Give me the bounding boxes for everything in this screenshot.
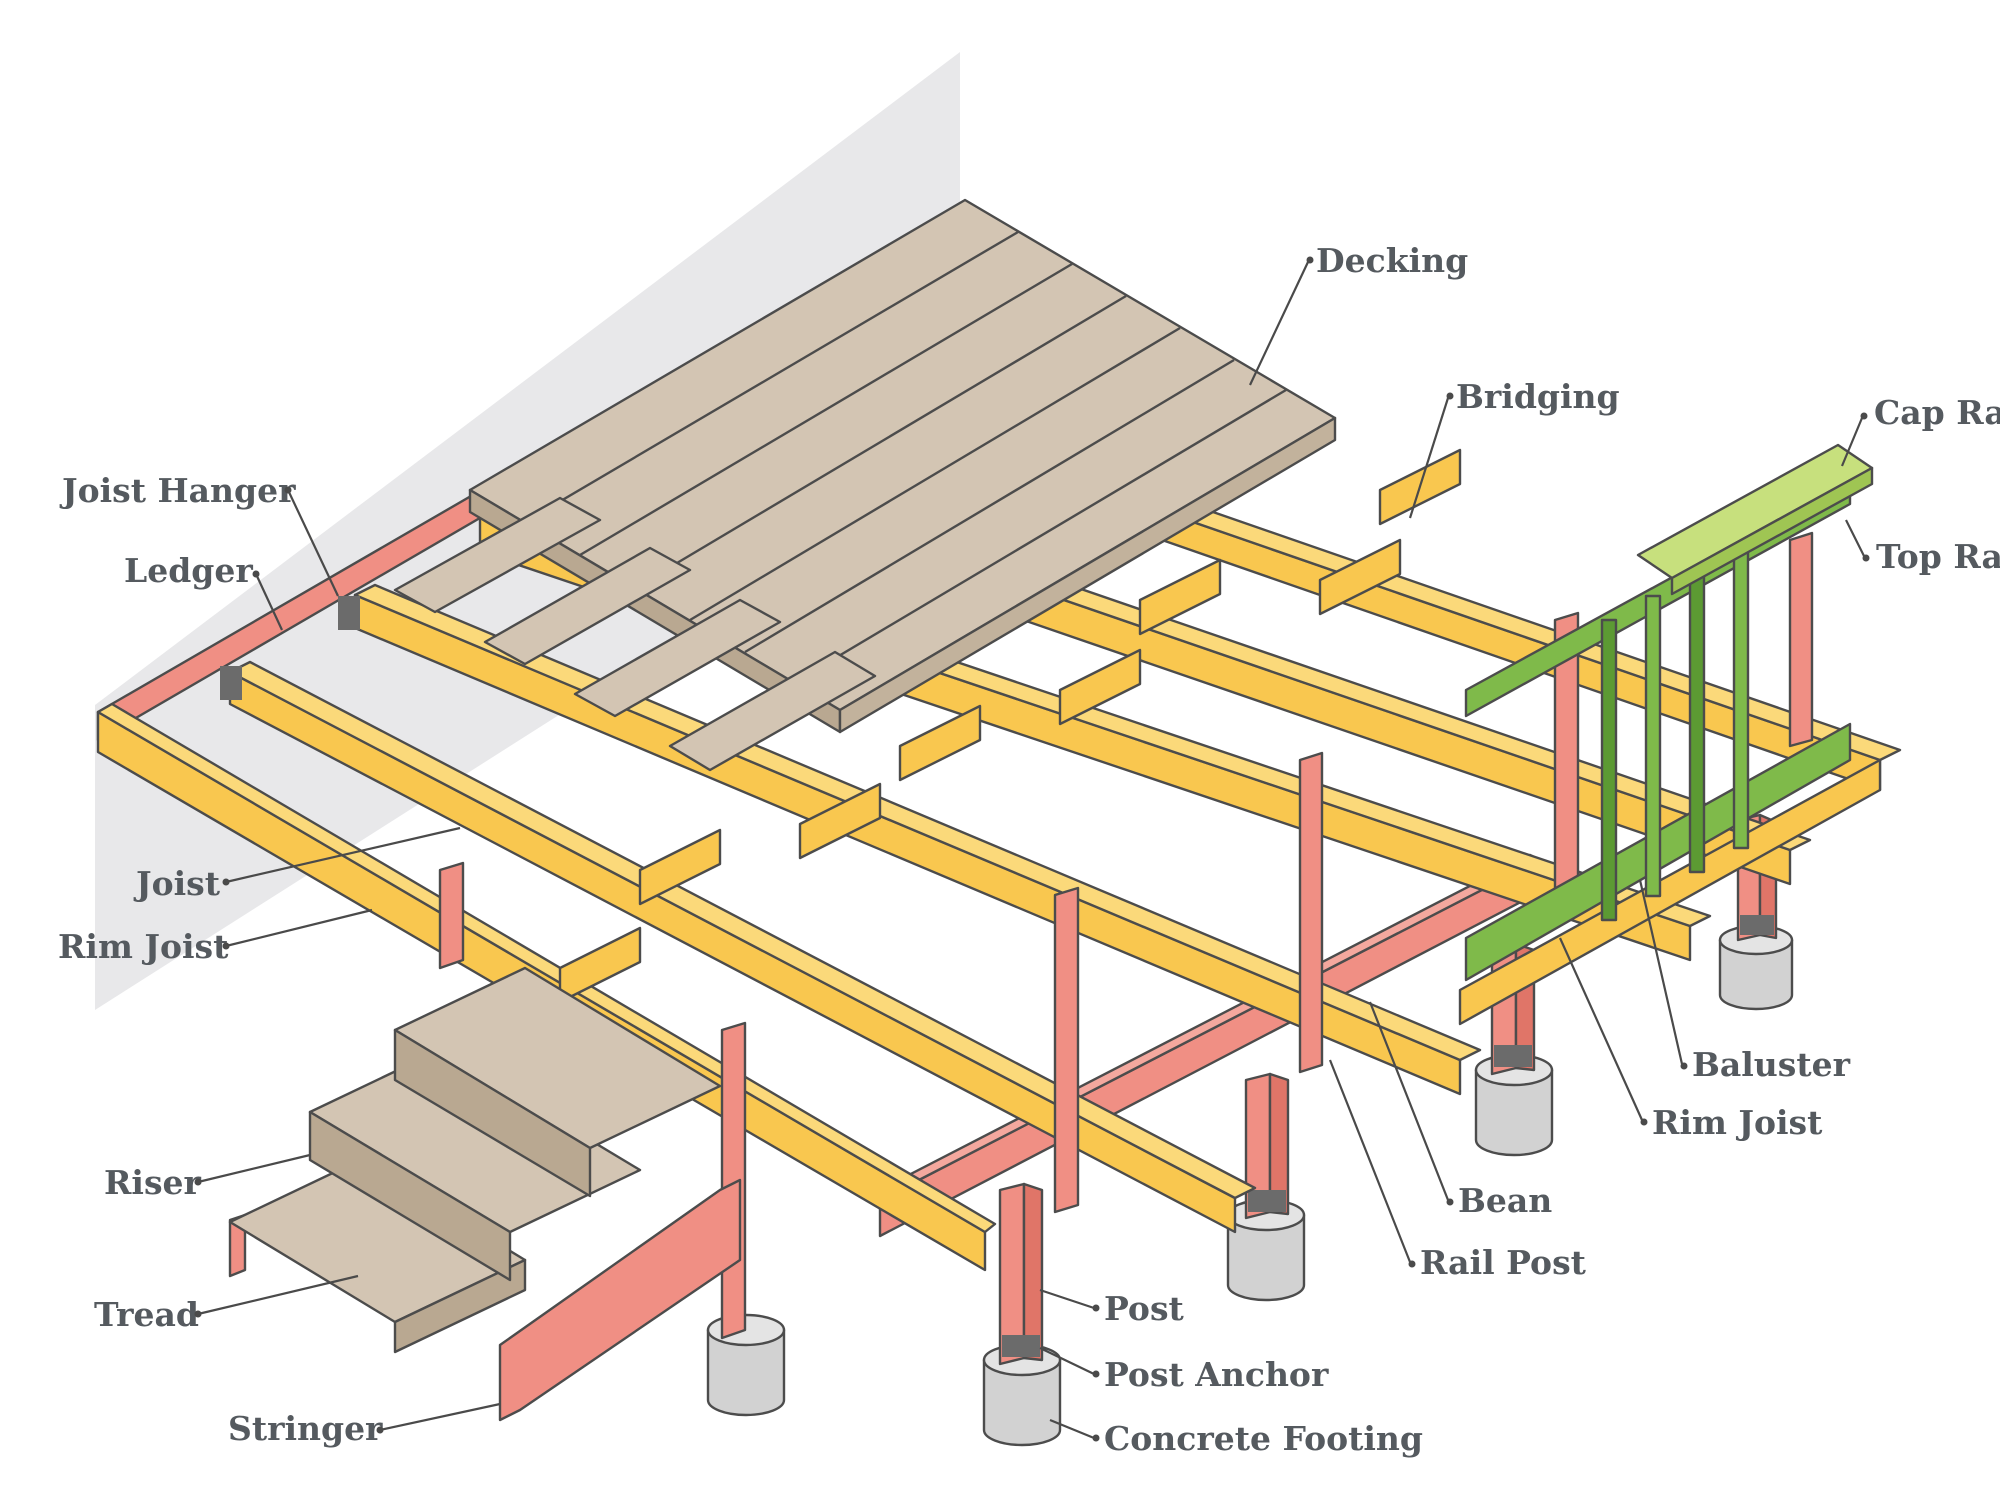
svg-text:Riser: Riser <box>104 1163 202 1202</box>
label-rail-post: Rail Post <box>1328 1059 1587 1282</box>
svg-text:Top Rai: Top Rai <box>1876 537 2000 576</box>
label-rim-joist-left: Rim Joist <box>58 908 373 966</box>
svg-text:Decking: Decking <box>1316 241 1468 280</box>
svg-text:Post: Post <box>1104 1289 1185 1328</box>
svg-text:Rim Joist: Rim Joist <box>1652 1103 1823 1142</box>
label-stringer: Stringer <box>228 1402 501 1448</box>
svg-text:Stringer: Stringer <box>228 1409 383 1448</box>
decking-boards <box>393 198 1337 772</box>
label-ledger: Ledger <box>124 551 283 631</box>
footing-far-2 <box>1474 1053 1554 1157</box>
footing-front <box>982 1343 1062 1447</box>
svg-text:Baluster: Baluster <box>1692 1045 1851 1084</box>
label-bean: Bean <box>1368 1001 1552 1220</box>
label-top-rail: Top Rai <box>1845 519 2000 576</box>
svg-text:Rail Post: Rail Post <box>1420 1243 1587 1282</box>
svg-text:Ledger: Ledger <box>124 551 253 590</box>
label-concrete-footing: Concrete Footing <box>1049 1418 1423 1458</box>
label-baluster: Baluster <box>1638 879 1851 1084</box>
label-post: Post <box>1039 1288 1185 1328</box>
label-joist: Joist <box>133 826 461 903</box>
label-tread: Tread <box>94 1274 359 1334</box>
footing-mid <box>1226 1198 1306 1302</box>
label-post-anchor: Post Anchor <box>1039 1347 1329 1394</box>
svg-text:Tread: Tread <box>94 1295 199 1334</box>
svg-text:Cap Rai: Cap Rai <box>1874 393 2000 432</box>
svg-text:Concrete Footing: Concrete Footing <box>1104 1419 1423 1458</box>
svg-text:Joist: Joist <box>133 864 221 903</box>
svg-text:Bridging: Bridging <box>1456 377 1620 416</box>
svg-text:Post Anchor: Post Anchor <box>1104 1355 1329 1394</box>
footing-far-1 <box>1718 924 1794 1011</box>
svg-text:Bean: Bean <box>1458 1181 1552 1220</box>
label-joist-hanger: Joist Hanger <box>59 471 339 597</box>
label-decking: Decking <box>1249 241 1468 386</box>
label-bridging: Bridging <box>1408 377 1620 519</box>
label-cap-rail: Cap Rai <box>1840 393 2000 467</box>
svg-text:Rim Joist: Rim Joist <box>58 927 229 966</box>
label-rim-joist-right: Rim Joist <box>1558 937 1823 1142</box>
svg-text:Joist Hanger: Joist Hanger <box>59 471 296 510</box>
label-riser: Riser <box>104 1153 311 1202</box>
stairs <box>228 966 742 1422</box>
